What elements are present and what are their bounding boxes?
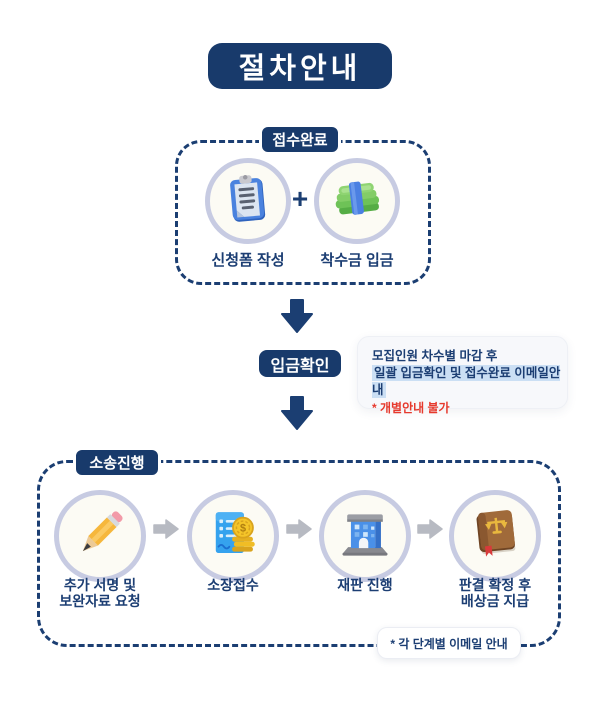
- deposit-note-line2: 일괄 입금확인 및 접수완료 이메일안내: [372, 365, 567, 399]
- deposit-note-warning: * 개별안내 불가: [372, 401, 450, 415]
- deposit-circle: [314, 158, 400, 244]
- complaint-filing-circle: $: [187, 490, 279, 582]
- law-book-icon: [465, 504, 525, 569]
- signature-step-circle: [54, 490, 146, 582]
- judgment-label: 판결 확정 후 배상금 지급: [458, 577, 532, 609]
- document-coins-icon: $: [204, 505, 262, 568]
- deposit-note-box: 모집인원 차수별 마감 후 일괄 입금확인 및 접수완료 이메일안내 * 개별안…: [357, 336, 568, 415]
- deposit-note-highlight: 일괄 입금확인 및 접수완료 이메일안내: [372, 365, 561, 398]
- down-arrow-icon: [281, 299, 313, 333]
- deposit-label: 착수금 입금: [320, 252, 394, 269]
- application-form-label: 신청폼 작성: [211, 252, 285, 269]
- plus-sign: +: [291, 183, 309, 214]
- application-form-circle: [205, 158, 291, 244]
- page-title: 절차안내: [208, 43, 392, 89]
- right-arrow-icon: [417, 518, 443, 540]
- stage-email-note: * 각 단계별 이메일 안내: [377, 627, 521, 659]
- judgment-circle: [449, 490, 541, 582]
- clipboard-icon: [220, 171, 276, 232]
- reception-complete-label: 접수완료: [259, 124, 341, 155]
- complaint-filing-label: 소장접수: [207, 577, 259, 593]
- signature-step-label: 추가 서명 및 보완자료 요청: [59, 577, 141, 609]
- lawsuit-progress-box: [37, 460, 561, 647]
- courthouse-icon: [335, 504, 395, 569]
- money-stack-icon: [328, 170, 386, 233]
- right-arrow-icon: [286, 518, 312, 540]
- deposit-note-line1: 모집인원 차수별 마감 후: [372, 349, 498, 363]
- lawsuit-progress-label: 소송진행: [73, 447, 161, 478]
- trial-circle: [319, 490, 411, 582]
- pencil-icon: [69, 503, 131, 570]
- trial-label: 재판 진행: [337, 577, 393, 593]
- svg-text:$: $: [240, 522, 246, 534]
- down-arrow-icon: [281, 396, 313, 430]
- deposit-check-label: 입금확인: [259, 350, 341, 377]
- right-arrow-icon: [153, 518, 179, 540]
